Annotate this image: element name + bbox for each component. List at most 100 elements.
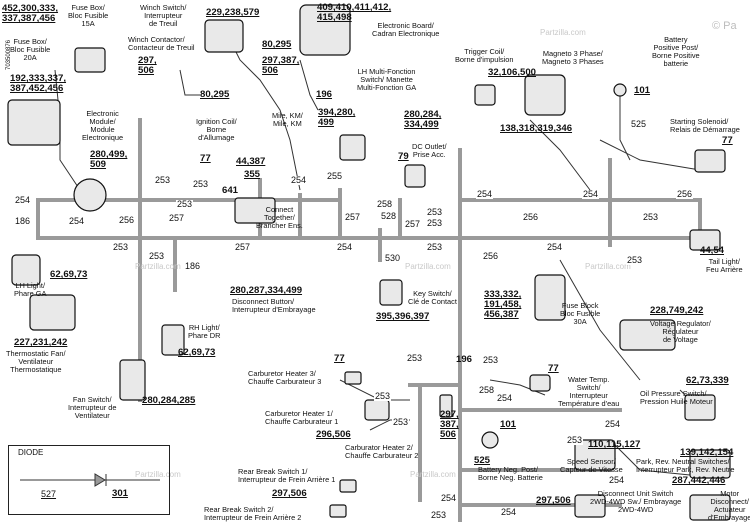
part-number: 101 (500, 419, 517, 430)
label-park-rev-neutral: Park, Rev. Neutral Switches/Interrupteur… (636, 457, 735, 474)
part-number: 280,287,334,499 (230, 285, 303, 296)
part-number: 641 (222, 185, 239, 196)
part-number: 409,410,411,412,415,498 (317, 2, 392, 23)
label-oil-pressure: Oil Pressure Switch/Pression Huile Moteu… (640, 389, 713, 406)
label-speed-sensor: Speed Sensor/Capteur de Vitesse (560, 457, 623, 474)
wire-number: 525 (630, 119, 648, 129)
part-number: 44,54 (700, 245, 725, 256)
part-number: 80,295 (262, 39, 292, 50)
wire-number: 530 (384, 253, 402, 263)
part-number: 80,295 (200, 89, 230, 100)
label-rh-light: RH Light/Phare DR (188, 323, 221, 340)
part-number: 77 (334, 353, 345, 364)
wire-number: 253 (154, 175, 172, 185)
wire-number: 253 (426, 218, 444, 228)
wire-number: 253 (642, 212, 660, 222)
part-number: 196 (316, 89, 333, 100)
wire-number: 254 (496, 393, 514, 403)
watermark: Partzilla.com (135, 470, 181, 479)
wire-number: 253 (192, 179, 210, 189)
watermark: Partzilla.com (405, 262, 451, 271)
label-disconnect-button: Disconnect Button/Interrupteur d'Embraya… (232, 297, 316, 314)
label-rear-break-1: Rear Break Switch 1/Interrupteur de Frei… (238, 467, 336, 484)
wire-number: 254 (604, 419, 622, 429)
diode-wire-left: 527 (40, 489, 58, 499)
diode-title: DIODE (18, 448, 44, 457)
wire-number: 186 (184, 261, 202, 271)
wire-number: 253 (566, 435, 584, 445)
wire-number: 253 (176, 199, 194, 209)
wire-number: 255 (326, 171, 344, 181)
brand-mark: © Pa (712, 20, 737, 32)
label-carb-heater-1: Carburetor Heater 1/Chauffe Carburateur … (265, 409, 339, 426)
part-number: 297,387,506 (440, 409, 459, 440)
wire-number: 254 (68, 216, 86, 226)
part-number: 229,238,579 (206, 7, 260, 18)
wire-number: 254 (476, 189, 494, 199)
part-number: 32,106,500 (488, 67, 537, 78)
part-number: 62,69,73 (50, 269, 88, 280)
part-number: 62,73,339 (686, 375, 729, 386)
part-number: 525 (474, 455, 491, 466)
part-number: 297,506 (138, 55, 157, 76)
diode-part: 301 (112, 488, 129, 499)
wire-number: 257 (404, 219, 422, 229)
wire-number: 257 (168, 213, 186, 223)
wire-number: 256 (118, 215, 136, 225)
wire-number: 254 (440, 493, 458, 503)
wire-number: 253 (482, 355, 500, 365)
wire-number: 256 (522, 212, 540, 222)
wire-number: 257 (344, 212, 362, 222)
part-number: 280,499,509 (90, 149, 128, 170)
label-electronic-board: Electronic Board/Cadran Electronique (372, 21, 440, 38)
diode-inset (8, 445, 170, 515)
wire-number: 254 (336, 242, 354, 252)
part-number: 296,506 (316, 429, 351, 440)
part-number: 297,387,506 (262, 55, 300, 76)
watermark: Partzilla.com (135, 262, 181, 271)
label-winch-contactor: Winch Contactor/Contacteur de Treuil (128, 35, 195, 52)
label-magneto: Magneto 3 Phase/Magneto 3 Phases (542, 49, 604, 66)
part-number: 228,749,242 (650, 305, 704, 316)
part-number: 355 (244, 169, 261, 180)
part-number: 139,142,154 (680, 447, 734, 458)
wire-number: 254 (582, 189, 600, 199)
label-lh-light: LH Light/Phare GA (14, 281, 47, 298)
part-number: 394,280,499 (318, 107, 356, 128)
watermark: Partzilla.com (410, 470, 456, 479)
part-number: 79 (398, 151, 409, 162)
part-number: 196 (456, 354, 473, 365)
part-number: 77 (548, 363, 559, 374)
wire-number: 186 (14, 216, 32, 226)
part-number: 62,69,73 (178, 347, 216, 358)
watermark: Partzilla.com (585, 262, 631, 271)
wire-number: 253 (626, 255, 644, 265)
part-number: 192,333,337,387,452,456 (10, 73, 67, 94)
part-number: 297,506 (272, 488, 307, 499)
part-number: 280,284,285 (142, 395, 196, 406)
part-number: 44,387 (236, 156, 266, 167)
label-starting-solenoid: Starting Solenoid/Relais de Démarrage (670, 117, 740, 134)
part-number: 77 (722, 135, 733, 146)
wire-number: 254 (608, 475, 626, 485)
watermark: Partzilla.com (540, 28, 586, 37)
label-carb-heater-2: Carburator Heater 2/Chauffe Carburateur … (345, 443, 419, 460)
label-battery-negative: Battery Neg. Post/Borne Neg. Batterie (478, 465, 543, 482)
part-number: 333,332,191,458,456,387 (484, 289, 522, 320)
wire-number: 253 (426, 242, 444, 252)
